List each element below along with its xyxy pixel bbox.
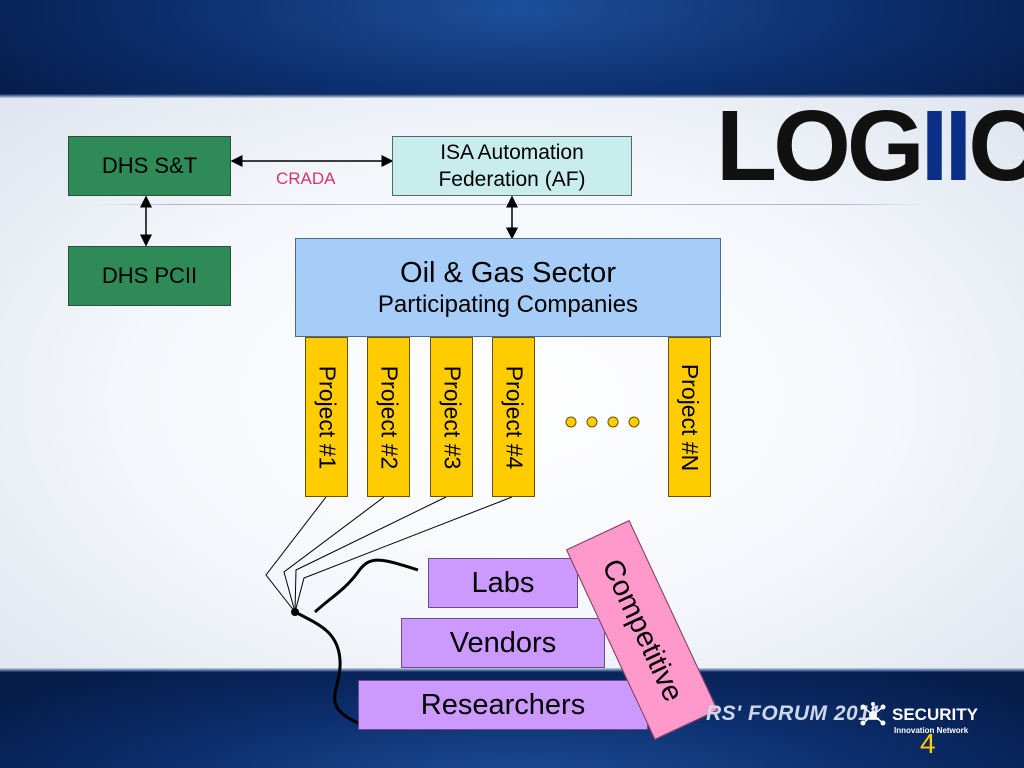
isa-box: ISA Automation Federation (AF) <box>392 136 632 196</box>
project-label: Project #4 <box>501 365 527 469</box>
project-label: Project #3 <box>439 365 465 469</box>
project-label: Project #2 <box>376 365 402 469</box>
forum-footer-text: RS' FORUM 2011 <box>706 702 881 725</box>
oil-gas-sector-box: Oil & Gas Sector Participating Companies <box>295 238 721 337</box>
isa-line-2: Federation (AF) <box>438 168 586 191</box>
header-band <box>0 0 1024 98</box>
logo-wordmark: LOGIIC <box>716 90 1024 202</box>
project-label: Project #1 <box>314 365 340 469</box>
project-label: Project #N <box>677 363 703 471</box>
labs-box: Labs <box>428 558 578 608</box>
dhs-st-box: DHS S&T <box>68 136 231 196</box>
dhs-pcii-box: DHS PCII <box>68 246 231 306</box>
sector-subtitle: Participating Companies <box>377 291 639 319</box>
logiic-logo: LOGIIC TM <box>716 96 1024 200</box>
page-number: 4 <box>920 728 936 759</box>
project-n-box: Project #N <box>668 337 711 497</box>
divider-line <box>95 204 923 205</box>
researchers-box: Researchers <box>358 680 648 730</box>
project-2-box: Project #2 <box>367 337 410 497</box>
security-innovation-logo: SECURITY Innovation Network <box>858 699 988 739</box>
security-title: SECURITY <box>892 705 978 724</box>
logo-trademark: TM <box>1001 112 1016 123</box>
project-4-box: Project #4 <box>492 337 535 497</box>
network-icon <box>860 702 886 726</box>
vendors-box: Vendors <box>401 618 605 668</box>
security-subtitle: Innovation Network <box>894 726 969 735</box>
project-1-box: Project #1 <box>305 337 348 497</box>
isa-line-1: ISA Automation <box>440 140 584 164</box>
project-3-box: Project #3 <box>430 337 473 497</box>
sector-title: Oil & Gas Sector <box>400 256 616 289</box>
crada-label: CRADA <box>276 169 336 188</box>
